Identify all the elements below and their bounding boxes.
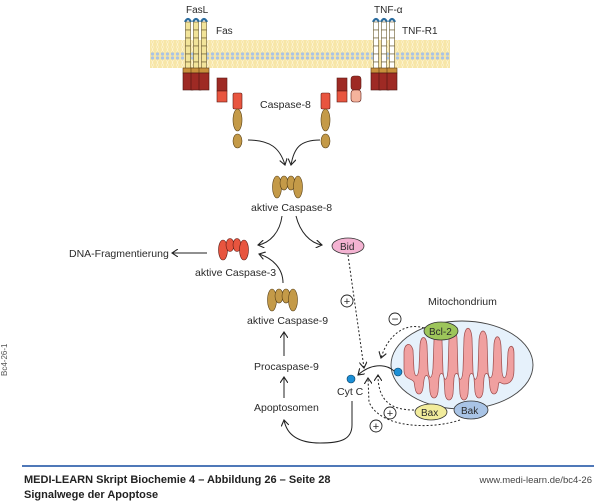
bax-protein [414,403,448,421]
bak-protein [453,400,489,420]
footer-url-link[interactable]: www.medi-learn.de/bc4-26 [479,475,592,486]
figure-code: Bc4-26-1 [0,343,9,376]
fas-receptor-trimer [182,17,210,91]
footer-title: MEDI-LEARN Skript Biochemie 4 – Abbildun… [24,474,331,486]
fasl-label: FasL [186,5,209,16]
fas-label: Fas [216,26,233,37]
arrow-left-to-caspase8 [247,139,285,165]
cytochrome-c-released [346,374,356,384]
svg-text:+: + [387,408,393,420]
mitochondrion-label: Mitochondrium [428,296,497,308]
tnf-receptor-trimer [370,17,398,91]
plus-sign-bid: + [340,294,354,308]
svg-text:−: − [391,312,398,326]
arrow-cytc-to-apoptosome [284,401,353,444]
apoptosome-label: Apoptosomen [254,402,319,414]
tnf-ligand-cap [388,17,396,23]
fas-ligand-cap [200,17,208,23]
svg-text:+: + [373,421,379,433]
procaspase-9-label: Procaspase-9 [254,361,319,373]
tnf-r1-label: TNF-R1 [402,26,438,37]
apoptosis-diagram: FasL Fas TNF-α TNF-R1 Caspase-8 aktiv [69,5,534,444]
caspase-8-label: Caspase-8 [260,99,311,111]
active-caspase-9-label: aktive Caspase-9 [247,315,328,327]
dna-fragmentation-label: DNA-Fragmentierung [69,248,169,260]
bak-label: Bak [461,406,479,417]
bcl2-inhibition-path [381,326,425,358]
bid-label: Bid [340,242,354,253]
bid-protein [331,237,365,255]
minus-sign-bcl2: − [388,312,402,326]
tnf-alpha-label: TNF-α [374,5,403,16]
adapter-fadd-left [216,77,228,103]
bax-label: Bax [421,408,438,419]
fas-receptor-1 [182,17,194,91]
adapter-tradd-right [336,75,362,103]
active-caspase-8-complex [272,175,303,199]
fas-receptor-3 [198,17,210,91]
active-caspase-3-label: aktive Caspase-3 [195,267,276,279]
fas-ligand-cap [184,17,192,23]
tnf-receptor-1 [370,17,382,91]
tnf-ligand-cap [380,17,388,23]
tnf-receptor-3 [386,17,398,91]
bax-activation-path [378,375,415,411]
arrow-caspase8-to-caspase3 [258,215,283,245]
active-caspase-3-complex [218,238,249,261]
active-caspase-8-label: aktive Caspase-8 [251,202,332,214]
procaspase-8-left [232,92,243,149]
bcl2-label: Bcl-2 [429,327,452,338]
active-caspase-9-complex [267,288,298,312]
plus-sign-bak: + [369,419,383,433]
cyt-c-label: Cyt C [337,386,364,398]
arrow-caspase8-to-bid [295,215,322,245]
fas-ligand-cap [192,17,200,23]
arrow-cytc-release [358,365,395,375]
arrow-right-to-caspase8 [291,139,321,165]
cytochrome-c-mito [393,367,403,377]
fas-receptor-2 [190,17,202,91]
bid-activation-path [347,254,364,368]
cell-membrane [150,40,450,68]
arrow-caspase9-to-caspase3 [259,254,284,284]
procaspase-8-right [320,92,331,149]
footer-divider [22,465,594,467]
tnf-receptor-2 [378,17,390,91]
footer-subtitle: Signalwege der Apoptose [24,489,159,501]
svg-text:+: + [344,296,350,308]
bak-activation-path [368,378,461,427]
tnf-ligand-cap [372,17,380,23]
bcl2-protein [423,321,459,341]
plus-sign-bax: + [383,406,397,420]
